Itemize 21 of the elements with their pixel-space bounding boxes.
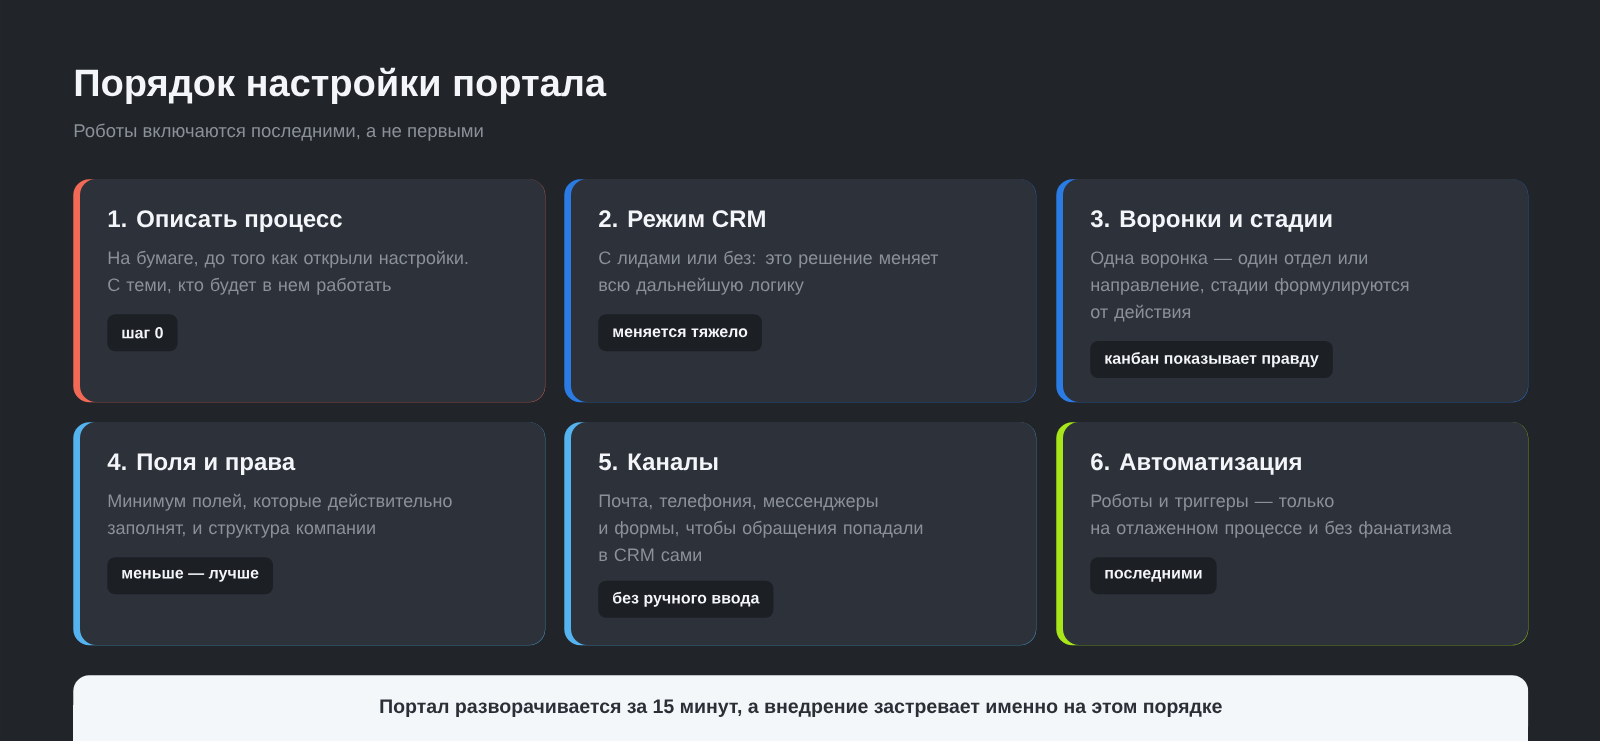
step-heading: 4. Поля и права (107, 453, 296, 475)
step-description: Роботы и триггеры — только на отлаженном процессе и без фанатизма (1091, 493, 1452, 538)
tag-pill: без ручного ввода (598, 580, 774, 618)
step-heading: 5. Каналы (599, 453, 718, 471)
step-description: С лидами или без: это решение меняет всю дальнейшую логику (599, 250, 939, 295)
step-description: Минимум полей, которые действительно заполнят, и структура компании (107, 493, 452, 538)
step-heading: 2. Режим CRM (599, 210, 765, 228)
step-heading: 1. Описать процесс (108, 210, 342, 232)
tag-pill: канбан показывает правду (1090, 341, 1333, 379)
note-banner: Портал разворачивается за 15 минут, а внедрение застревает именно на этом порядке (73, 675, 1529, 741)
tag-pill: последними (1090, 557, 1217, 595)
subtitle: Роботы включаются последними, а не первыми (74, 123, 483, 141)
step-description: Почта, телефония, мессенджеры и формы, чтобы обращения попадали в CRM сами (599, 493, 923, 562)
step-heading: 6. Автоматизация (1091, 453, 1301, 475)
title: Порядок настройки портала (75, 67, 607, 104)
tag-pill: шаг 0 (107, 314, 178, 352)
step-heading: 3. Воронки и стадии (1090, 210, 1332, 232)
step-description: Одна воронка — один отдел или направление, стадии формулируются от действия (1091, 251, 1409, 322)
step-description: На бумаге, до того как открыли настройки. С теми, кто будет в нем работать (108, 250, 468, 295)
tag-pill: меняется тяжело (598, 314, 762, 352)
tag-pill: меньше — лучше (107, 557, 273, 595)
